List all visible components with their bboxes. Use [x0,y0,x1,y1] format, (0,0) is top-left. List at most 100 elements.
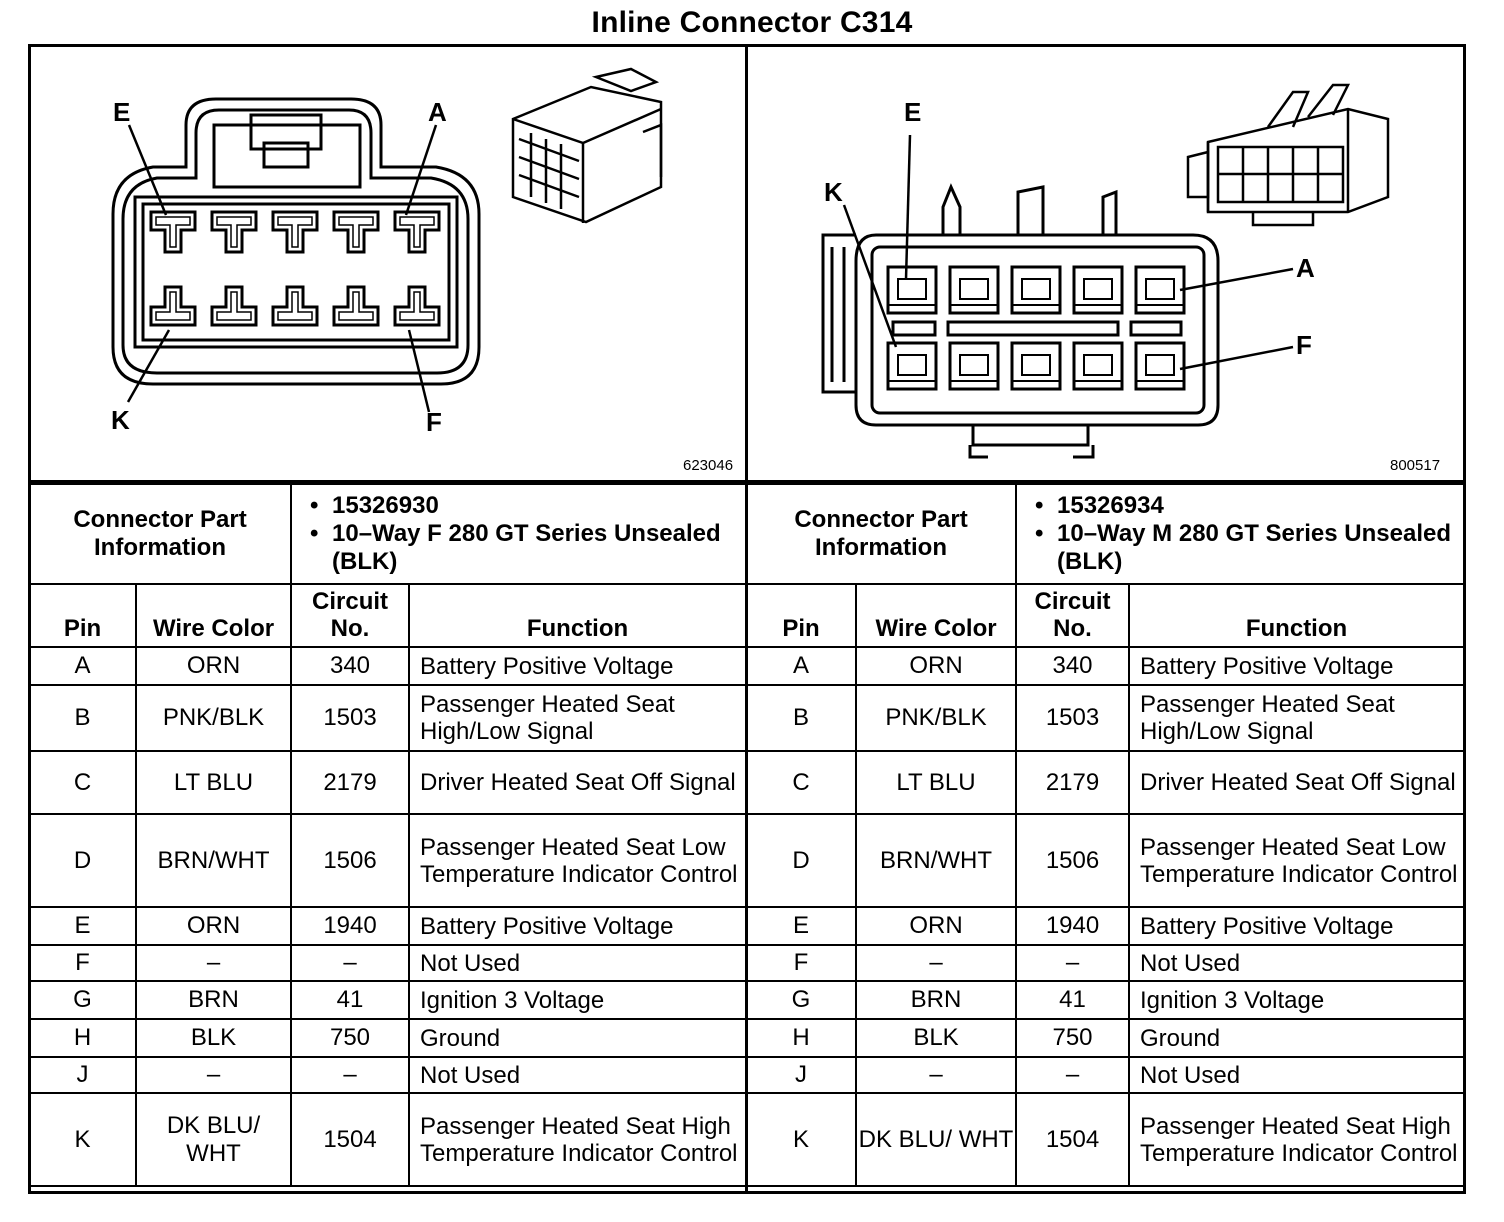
terminal-cavity-inner [1083,278,1113,300]
pin-cell: C [745,750,857,815]
column-header-row: Pin Wire Color Circuit No. Function [745,583,1466,648]
terminal-cavity-inner [1145,354,1175,376]
pin-cell: F [745,944,857,982]
leader-line-f [407,329,431,413]
circuit-no-cell: – [290,944,411,982]
circuit-no-cell: 1506 [1015,813,1131,908]
pin-label-k: K [824,177,843,207]
circuit-no-cell: 41 [1015,980,1131,1020]
terminal-cavity [1072,341,1124,391]
terminal-cavity-inner [399,216,435,248]
part-info-values: 15326934 10–Way M 280 GT Series Unsealed… [1015,483,1466,585]
table-row: J––Not Used [28,1056,748,1094]
circuit-no-cell: 1506 [290,813,411,908]
terminal-cavity-inner [338,216,374,248]
circuit-no-cell: 750 [1015,1018,1131,1058]
function-cell: Driver Heated Seat Off Signal [1128,750,1466,815]
circuit-no-cell: 1940 [290,906,411,946]
wire-color-cell: – [134,1056,293,1094]
function-cell: Passenger Heated Seat Low Temperature In… [1128,813,1466,908]
pin-cell: E [28,906,137,946]
wire-color-cell: ORN [854,646,1018,686]
wire-color-cell: BRN [854,980,1018,1020]
connector-perspective-sketch [511,67,663,224]
leader-line-e [904,134,912,280]
circuit-no-cell: 1504 [290,1092,411,1187]
terminal-cavity-inner [277,291,313,321]
pin-cell: K [745,1092,857,1187]
function-cell: Ignition 3 Voltage [1128,980,1466,1020]
circuit-no-cell: 2179 [290,750,411,815]
wire-color-cell: LT BLU [854,750,1018,815]
header-pin: Pin [28,583,137,648]
part-info-values: 15326930 10–Way F 280 GT Series Unsealed… [290,483,748,585]
terminal-cavity [393,285,441,327]
circuit-no-cell: 340 [290,646,411,686]
header-function: Function [1128,583,1466,648]
terminal-cavity [149,210,197,254]
pin-cell: C [28,750,137,815]
circuit-no-cell: – [1015,944,1131,982]
terminal-cavity-inner [1021,278,1051,300]
wire-color-cell: BLK [854,1018,1018,1058]
top-row-cavities [886,265,1186,315]
function-cell: Battery Positive Voltage [408,906,748,946]
pin-label-f: F [1296,330,1312,360]
wire-color-cell: ORN [134,906,293,946]
function-cell: Battery Positive Voltage [1128,646,1466,686]
wire-color-cell: LT BLU [134,750,293,815]
part-info-label: Connector Part Information [744,483,1018,585]
pin-cell: H [745,1018,857,1058]
function-cell: Ground [408,1018,748,1058]
wire-color-cell: BRN [134,980,293,1020]
wire-color-cell: PNK/BLK [854,684,1018,752]
wire-color-cell: – [854,944,1018,982]
pin-label-e: E [904,97,922,127]
terminal-cavity-inner [399,291,435,321]
header-circuit-no: Circuit No. [1015,583,1131,648]
wire-color-cell: PNK/BLK [134,684,293,752]
function-cell: Passenger Heated Seat Low Temperature In… [408,813,748,908]
bottom-row-cavities [886,341,1186,391]
function-cell: Driver Heated Seat Off Signal [408,750,748,815]
pin-cell: H [28,1018,137,1058]
header-wire-color: Wire Color [134,583,293,648]
terminal-cavity [886,341,938,391]
circuit-no-cell: 2179 [1015,750,1131,815]
terminal-cavity [948,341,1000,391]
circuit-no-cell: 340 [1015,646,1131,686]
wire-color-cell: – [854,1056,1018,1094]
function-cell: Not Used [1128,944,1466,982]
right-pinout-table: Connector Part Information 15326934 10–W… [744,483,1466,1187]
terminal-cavity-inner [959,278,989,300]
right-connector-diagram: E K A F 800517 [748,47,1463,480]
header-function: Function [408,583,748,648]
terminal-cavity-inner [216,291,252,321]
circuit-no-cell: 1503 [1015,684,1131,752]
terminal-cavity [210,210,258,254]
pin-label-f: F [426,407,442,437]
pin-cell: B [745,684,857,752]
wire-color-cell: DK BLU/ WHT [134,1092,293,1187]
wire-color-cell: DK BLU/ WHT [854,1092,1018,1187]
wire-color-cell: – [134,944,293,982]
pin-cell: D [745,813,857,908]
wire-color-cell: BRN/WHT [854,813,1018,908]
terminal-cavity-inner [277,216,313,248]
terminal-cavity [271,285,319,327]
leader-line-a [1179,267,1294,292]
terminal-cavity-inner [155,216,191,248]
table-row: F––Not Used [745,944,1466,982]
function-cell: Passenger Heated Seat High/Low Signal [408,684,748,752]
pin-cell: K [28,1092,137,1187]
pin-cell: D [28,813,137,908]
terminal-cavity-inner [1083,354,1113,376]
